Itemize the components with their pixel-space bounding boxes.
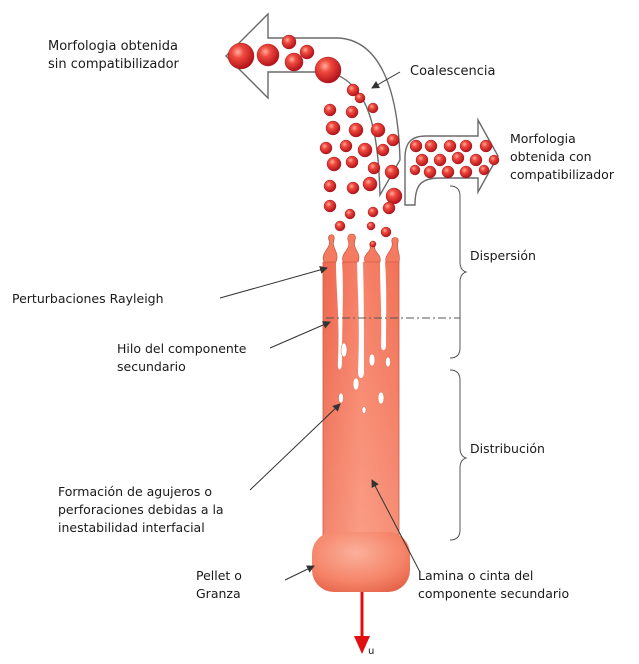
droplet xyxy=(377,144,389,156)
droplet xyxy=(425,140,437,152)
droplet xyxy=(324,200,336,212)
droplet xyxy=(327,157,341,171)
droplet xyxy=(285,53,303,71)
droplet xyxy=(489,155,499,165)
droplet xyxy=(368,103,378,113)
droplet xyxy=(371,123,385,137)
droplet xyxy=(315,57,341,83)
droplet xyxy=(363,177,377,191)
droplet xyxy=(386,188,402,204)
velocity-arrow xyxy=(354,592,370,654)
label-distribution: Distribución xyxy=(470,440,545,458)
label-dispersion: Dispersión xyxy=(470,247,536,265)
label-rayleigh: Perturbaciones Rayleigh xyxy=(12,290,164,308)
droplet xyxy=(460,140,472,152)
droplet xyxy=(346,106,358,118)
droplet xyxy=(452,152,464,164)
droplet xyxy=(345,209,355,219)
droplet xyxy=(470,154,482,166)
droplet xyxy=(300,45,314,59)
droplet xyxy=(480,140,492,152)
droplet xyxy=(282,35,296,49)
droplet xyxy=(444,140,456,152)
droplet xyxy=(460,166,472,178)
droplet xyxy=(424,166,436,178)
droplet xyxy=(367,222,375,230)
droplet xyxy=(358,143,372,157)
label-morphology-without: Morfologia obtenida sin compatibilizador xyxy=(48,38,179,74)
droplet xyxy=(381,227,391,237)
droplet xyxy=(257,44,279,66)
droplet xyxy=(410,140,422,152)
droplet xyxy=(349,123,363,137)
droplet xyxy=(434,154,446,166)
droplet xyxy=(385,165,399,179)
label-pellet: Pellet o Granza xyxy=(196,567,242,603)
droplet xyxy=(335,221,345,231)
distribution-bracket xyxy=(450,370,466,540)
label-sheet: Lamina o cinta del componente secundario xyxy=(418,567,569,603)
droplet xyxy=(347,182,359,194)
droplet xyxy=(346,156,358,168)
droplet xyxy=(368,162,380,174)
droplet xyxy=(383,202,395,214)
droplet xyxy=(228,43,254,69)
droplet xyxy=(410,165,420,175)
label-thread: Hilo del componente secundario xyxy=(117,340,246,376)
label-holes: Formación de agujeros o perforaciones de… xyxy=(58,483,224,537)
droplet xyxy=(442,166,454,178)
droplet xyxy=(355,93,365,103)
rayleigh-threads xyxy=(323,234,399,262)
pellet xyxy=(312,532,410,592)
label-coalescence: Coalescencia xyxy=(410,63,496,81)
droplet xyxy=(326,121,340,135)
droplet xyxy=(324,104,336,116)
droplet xyxy=(370,241,376,247)
label-morphology-with: Morfologia obtenida con compatibilizador xyxy=(510,130,614,184)
droplet xyxy=(387,134,399,146)
droplet xyxy=(340,140,352,152)
droplet xyxy=(479,165,489,175)
droplet xyxy=(324,180,336,192)
dispersion-bracket xyxy=(450,186,466,358)
label-velocity: u xyxy=(368,646,374,658)
droplet xyxy=(320,142,332,154)
droplet xyxy=(368,207,378,217)
droplet xyxy=(416,154,428,166)
